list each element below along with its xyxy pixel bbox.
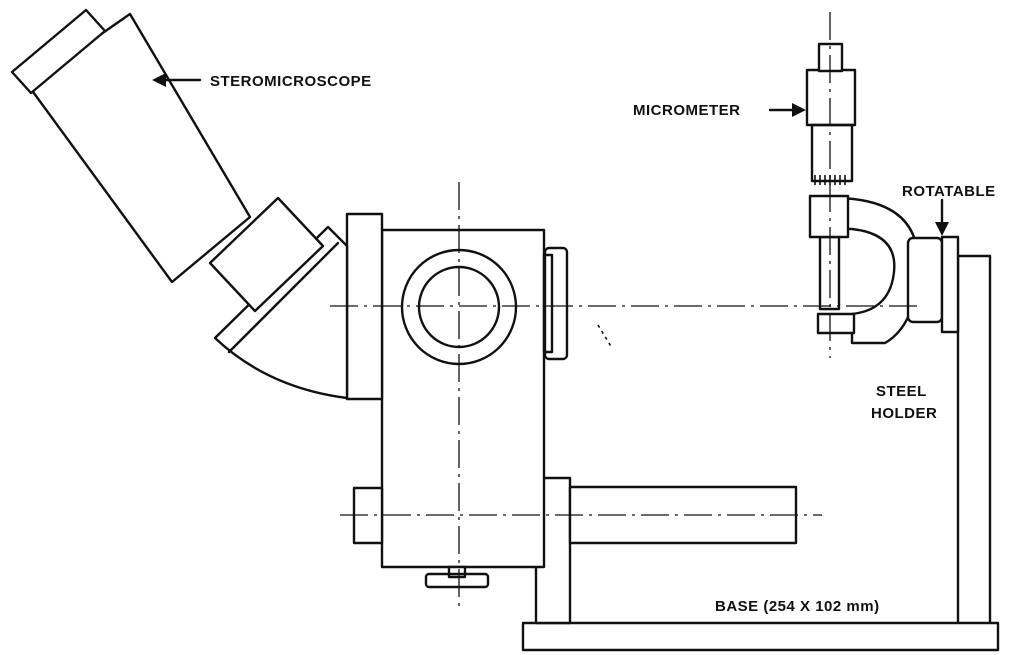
prism-head — [213, 225, 349, 400]
microscope-body — [345, 212, 546, 569]
label-rotatable: ROTATABLE — [902, 183, 996, 200]
label-steel-holder-line2: HOLDER — [871, 405, 937, 422]
leader-arrows — [152, 73, 949, 236]
steel-holder — [956, 254, 992, 625]
center-lines — [330, 12, 918, 612]
eyepiece-collar — [208, 196, 325, 313]
eyepiece-tube — [10, 8, 252, 284]
rotatable-collar — [906, 235, 960, 334]
label-base: BASE (254 X 102 mm) — [715, 598, 880, 615]
label-micrometer: MICROMETER — [633, 102, 741, 119]
base-plate — [521, 621, 1000, 652]
label-steel-holder-line1: STEEL — [876, 383, 927, 400]
micrometer — [805, 42, 920, 345]
bottom-thumbscrew — [424, 565, 490, 589]
focus-knob — [542, 246, 569, 361]
label-steromicroscope: STEROMICROSCOPE — [210, 73, 372, 90]
